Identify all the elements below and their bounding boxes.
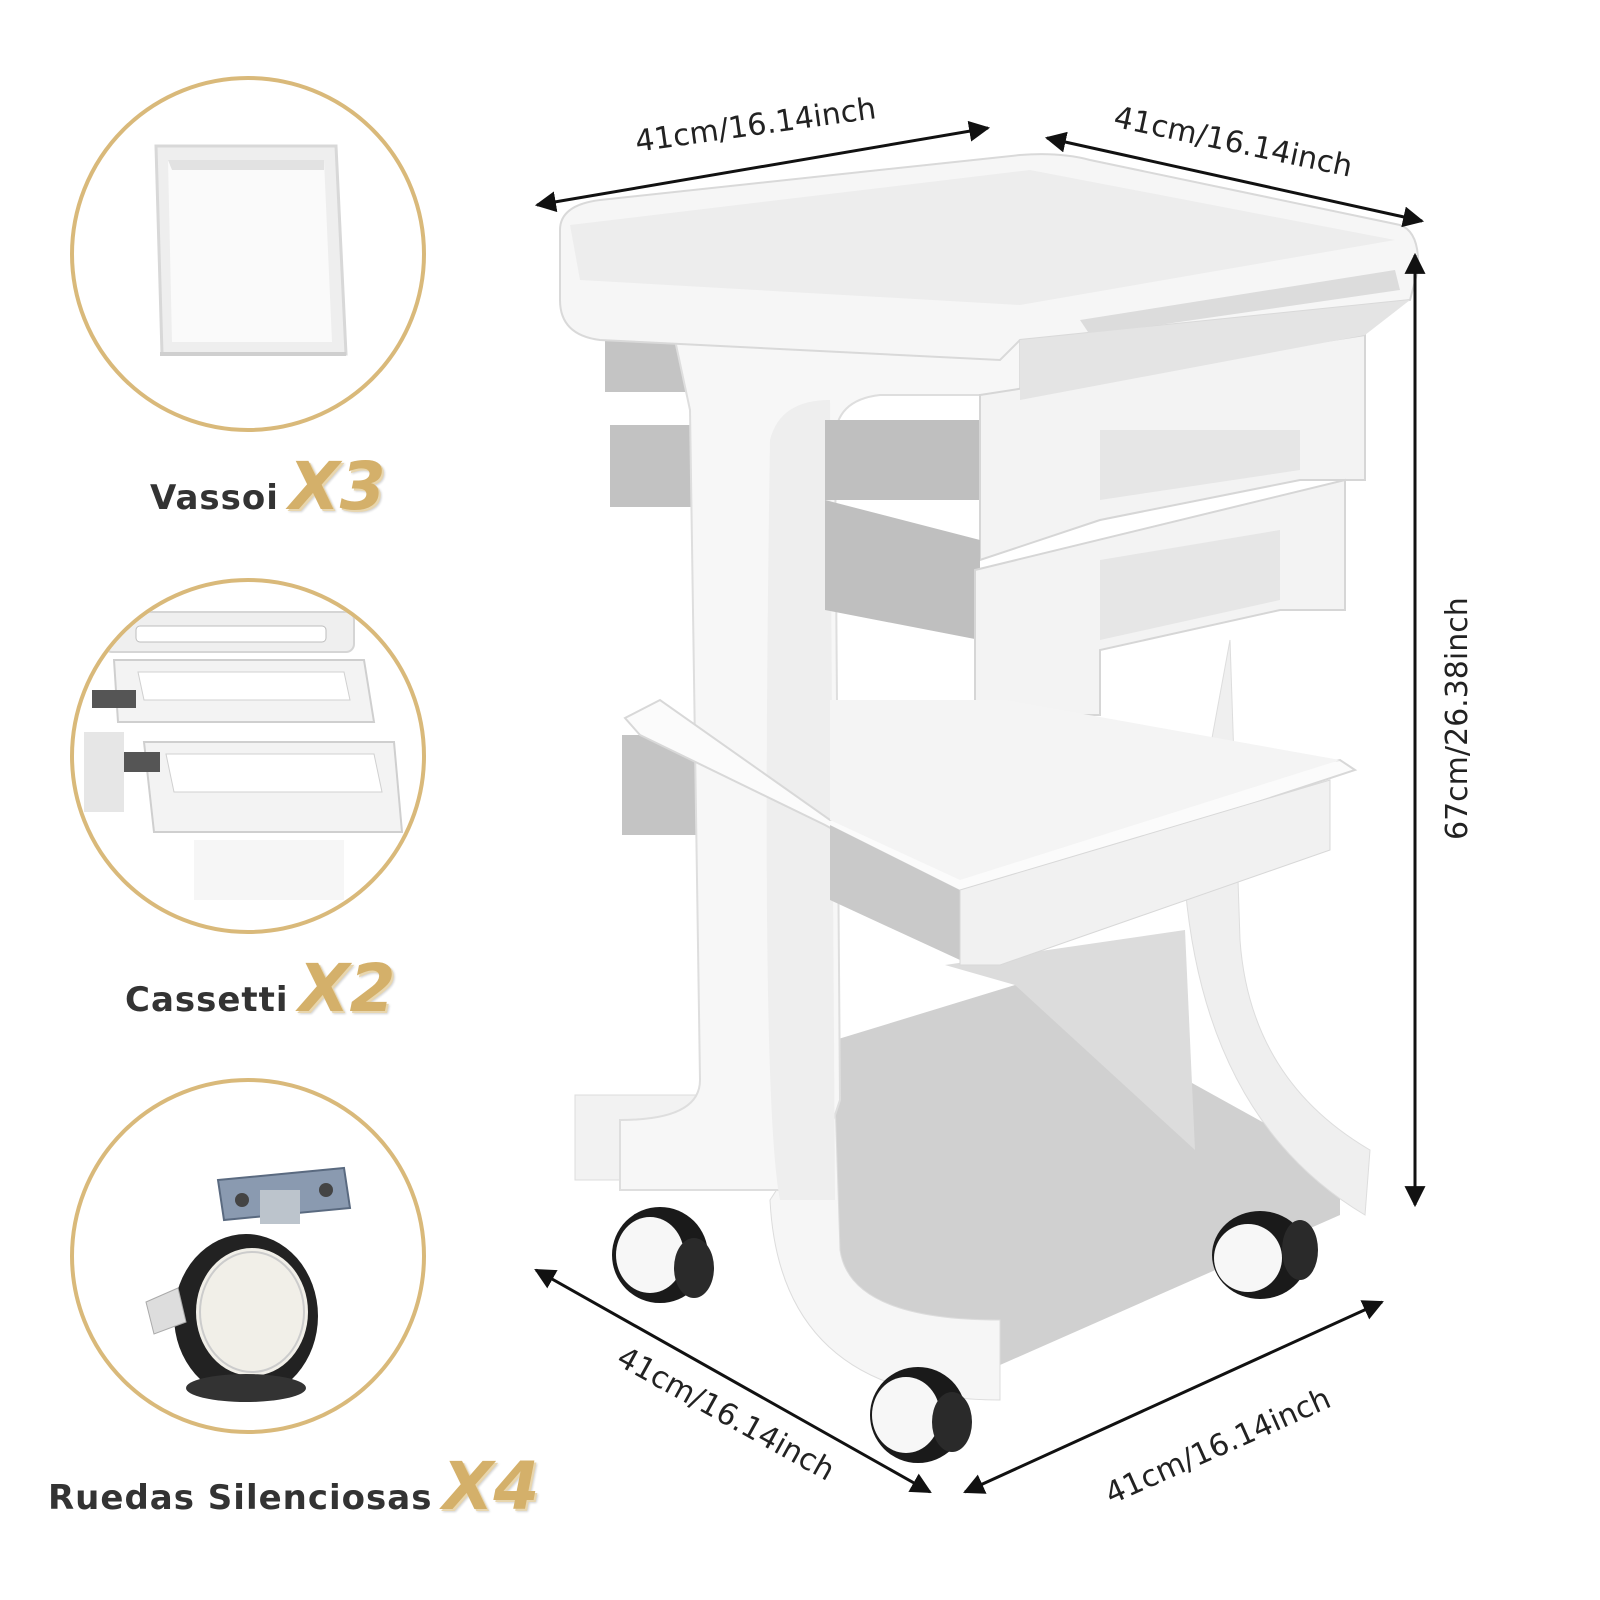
drawers-feature-circle xyxy=(70,578,426,934)
wheels-feature-name: Ruedas Silenciosas xyxy=(48,1478,433,1518)
open-tray-interior xyxy=(830,700,1340,880)
drawers-feature-count: X2 xyxy=(298,950,396,1027)
tray-feature-name: Vassoi xyxy=(150,478,279,518)
dimension-arrow-bottom-width xyxy=(963,1300,1384,1494)
dimension-arrow-bottom-depth xyxy=(534,1268,932,1494)
bottom-shelf xyxy=(835,985,1340,1365)
dimension-label-height: 67cm/26.38inch xyxy=(1440,597,1475,840)
tray-feature-count: X3 xyxy=(288,448,386,525)
tray-feature-label: Vassoi X3 xyxy=(150,448,386,525)
wheels-feature-count: X4 xyxy=(442,1448,540,1525)
drawers-feature-name: Cassetti xyxy=(125,980,289,1020)
drawer-1-handle xyxy=(1100,430,1300,500)
tray-feature-circle xyxy=(70,76,426,432)
open-tray-side xyxy=(830,825,960,960)
drawers-icon xyxy=(84,611,404,900)
dimension-arrow-top-depth xyxy=(1044,131,1425,228)
tray-icon xyxy=(154,144,348,356)
front-left-wheel xyxy=(612,1207,714,1303)
drawer-2-handle xyxy=(1100,530,1280,640)
rear-right-wheel xyxy=(1212,1211,1318,1299)
wheels-feature-label: Ruedas Silenciosas X4 xyxy=(48,1448,539,1525)
drawer-1-side xyxy=(825,420,985,500)
caster-wheel-icon xyxy=(145,1166,352,1402)
dimension-arrow-top-width xyxy=(534,120,991,213)
drawer-2-side xyxy=(825,500,980,640)
tabletop-front-edge xyxy=(1020,300,1410,400)
rear-support-panel xyxy=(945,930,1195,1150)
open-tray-front xyxy=(959,779,1331,966)
wheels-feature-circle xyxy=(70,1078,426,1434)
tabletop-handle-slot xyxy=(1080,270,1400,335)
drawers-feature-label: Cassetti X2 xyxy=(125,950,395,1027)
